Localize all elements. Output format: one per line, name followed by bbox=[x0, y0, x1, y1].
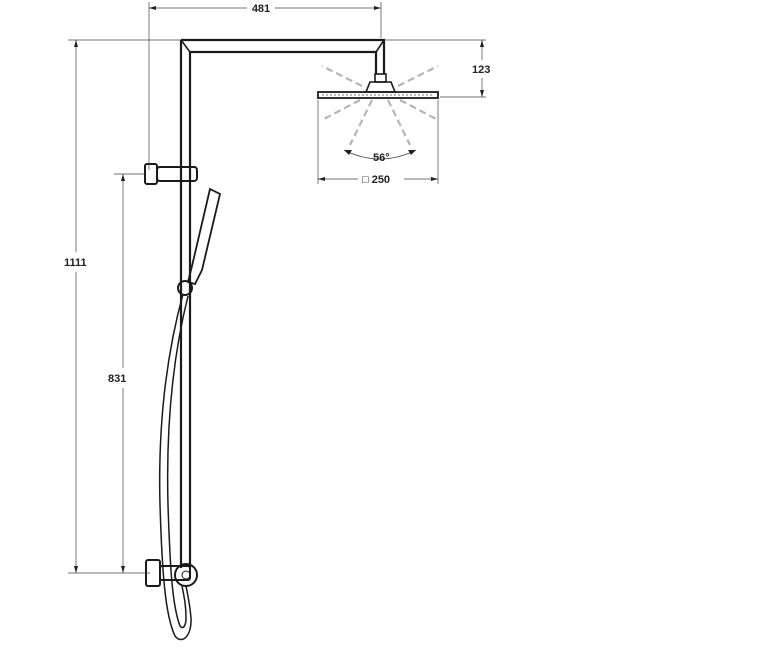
spray-down-right-outer bbox=[399, 99, 439, 121]
width-label: 481 bbox=[252, 3, 270, 15]
width-arrow-left bbox=[149, 6, 156, 10]
diverter-knob-center bbox=[181, 570, 191, 580]
head-arrow-bottom bbox=[480, 90, 484, 97]
head-height-label: 123 bbox=[472, 64, 490, 76]
overhead-shower-head bbox=[317, 73, 439, 99]
spray-angle-arc bbox=[343, 149, 417, 160]
total-arrow-bottom bbox=[74, 566, 78, 573]
width-arrow-right bbox=[374, 6, 381, 10]
shower-hose-outer bbox=[158, 293, 192, 641]
total-height-label: 1111 bbox=[64, 257, 87, 269]
size-arrow-right bbox=[431, 177, 438, 181]
dimension-total-height: 1111 bbox=[64, 39, 181, 574]
slider-holder bbox=[177, 280, 193, 296]
hand-shower-face bbox=[209, 188, 221, 195]
spray-pattern bbox=[321, 65, 439, 160]
shower-hose-inner bbox=[166, 295, 189, 629]
head-swivel-joint bbox=[374, 73, 387, 83]
head-size-label: □ 250 bbox=[362, 174, 390, 186]
dimension-spray-angle: 56° bbox=[373, 152, 390, 164]
arm-miter-right bbox=[375, 39, 385, 53]
dimension-holder-height: 831 bbox=[108, 173, 145, 573]
top-wall-bracket bbox=[144, 163, 158, 185]
spray-angle-label: 56° bbox=[373, 152, 390, 164]
total-arrow-top bbox=[74, 40, 78, 47]
holder-arrow-bottom bbox=[121, 566, 125, 573]
head-arrow-top bbox=[480, 40, 484, 47]
spray-down-right-inner bbox=[387, 99, 411, 146]
angle-arrow-right bbox=[408, 150, 416, 155]
overhead-arm bbox=[181, 38, 386, 74]
holder-height-label: 831 bbox=[108, 373, 126, 385]
dimension-head-height: 123 bbox=[384, 39, 490, 98]
holder-arrow-top bbox=[121, 174, 125, 181]
spray-up-right bbox=[397, 65, 439, 87]
dimension-width: 481 bbox=[148, 2, 382, 170]
hand-shower bbox=[186, 187, 222, 286]
spray-down-left-outer bbox=[321, 99, 361, 121]
shower-column bbox=[144, 38, 386, 587]
dimension-head-size: □ 250 bbox=[317, 100, 439, 186]
angle-arrow-left bbox=[344, 150, 352, 155]
head-connector bbox=[364, 81, 397, 93]
spray-up-left bbox=[321, 65, 363, 87]
diverter-knob bbox=[174, 563, 198, 587]
top-bracket-clamp bbox=[156, 166, 198, 182]
spray-down-left-inner bbox=[349, 99, 373, 146]
head-plate bbox=[317, 91, 439, 99]
hand-shower-assembly bbox=[158, 187, 222, 641]
size-arrow-left bbox=[318, 177, 325, 181]
arm-miter-left bbox=[180, 39, 191, 53]
